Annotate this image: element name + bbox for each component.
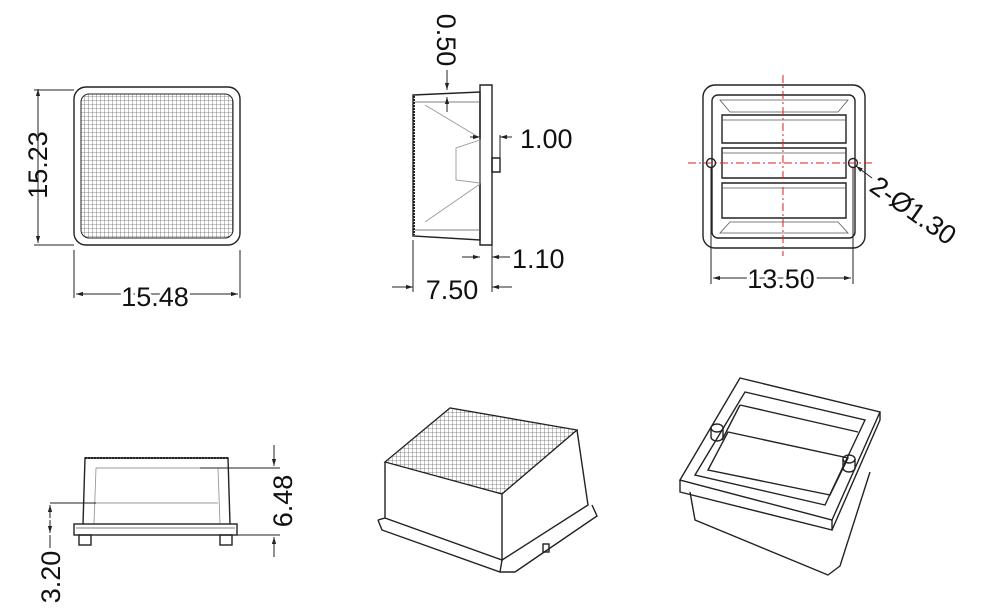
- elevation-view: 6.48 3.20: [36, 445, 298, 603]
- isometric-bottom-view: [678, 377, 881, 576]
- dim-elevation-height-label: 6.48: [268, 475, 298, 528]
- side-view: 0.50 1.00 1.10 7.50: [392, 14, 573, 305]
- back-view: 13.50 2-Ø1.30: [688, 75, 962, 297]
- dim-base-label: 3.20: [36, 551, 66, 604]
- front-view: 15.23 15.48: [23, 86, 241, 315]
- dim-height-label: 15.23: [23, 131, 53, 199]
- isometric-top-view: [377, 407, 598, 573]
- dim-flange-label: 1.10: [512, 244, 565, 274]
- dim-flange-gap-label: 1.00: [520, 124, 573, 154]
- dim-width-label: 15.48: [121, 282, 189, 312]
- dim-depth-label: 7.50: [426, 275, 479, 305]
- dim-top-wall-label: 0.50: [431, 14, 461, 67]
- dim-holes-label: 2-Ø1.30: [865, 170, 962, 251]
- dim-hole-spacing-label: 13.50: [747, 264, 815, 294]
